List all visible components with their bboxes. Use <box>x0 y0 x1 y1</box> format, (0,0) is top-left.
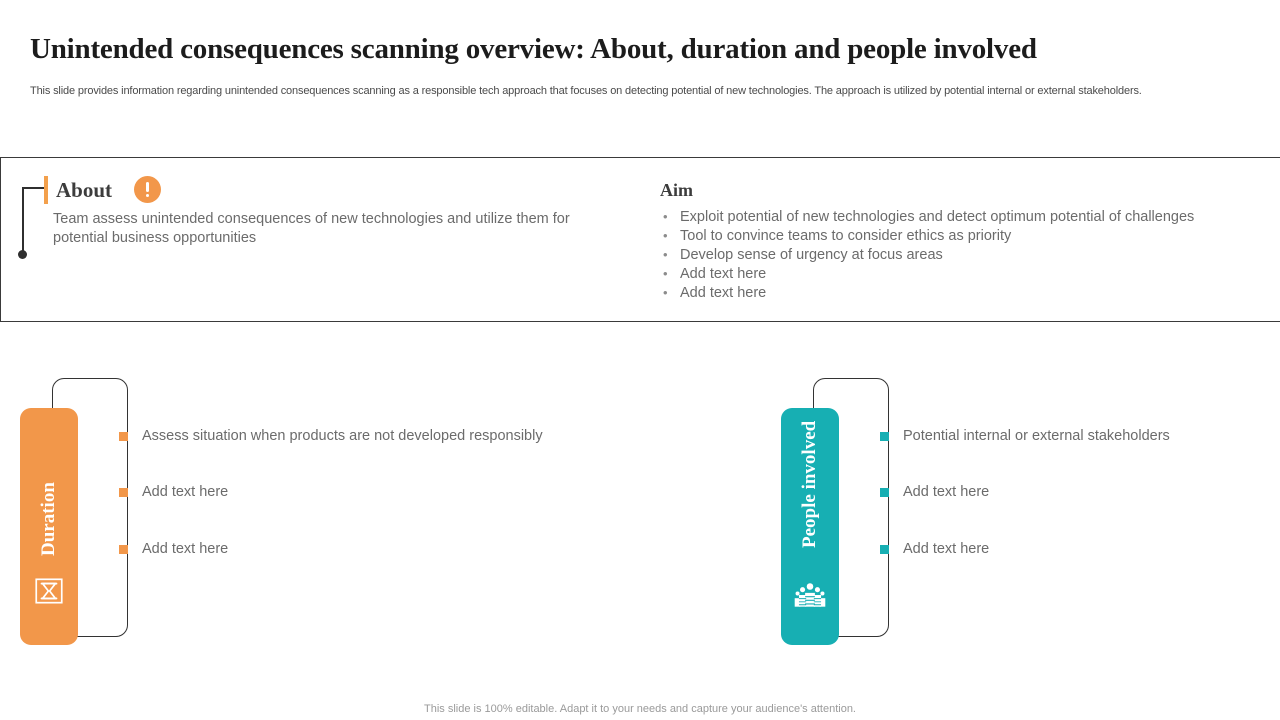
about-body-text: Team assess unintended consequences of n… <box>53 211 570 246</box>
bullet-square-icon <box>119 545 128 554</box>
about-connector-vertical <box>22 187 24 253</box>
footer-note: This slide is 100% editable. Adapt it to… <box>424 703 856 715</box>
list-item: Add text here <box>660 264 1260 284</box>
list-item-label: Add text here <box>903 541 990 557</box>
about-connector-horizontal <box>22 187 46 189</box>
page-title: Unintended consequences scanning overvie… <box>30 33 1037 65</box>
page-subtitle: This slide provides information regardin… <box>30 85 1142 97</box>
duration-card[interactable]: Duration <box>20 408 78 645</box>
bullet-square-icon <box>880 432 889 441</box>
about-connector-dot <box>18 250 27 259</box>
about-accent-bar <box>44 176 48 204</box>
people-card[interactable]: People involved <box>781 408 839 645</box>
hourglass-icon <box>32 574 66 608</box>
bullet-square-icon <box>880 488 889 497</box>
list-item-label: Assess situation when products are not d… <box>142 428 543 444</box>
people-card-label: People involved <box>799 420 820 548</box>
list-item: Tool to convince teams to consider ethic… <box>660 226 1260 246</box>
duration-card-label: Duration <box>38 482 59 556</box>
aim-heading: Aim <box>660 180 693 200</box>
list-item: Exploit potential of new technologies an… <box>660 207 1260 227</box>
list-item-label: Add text here <box>142 484 229 500</box>
list-item: Develop sense of urgency at focus areas <box>660 245 1260 265</box>
list-item: Add text here <box>660 283 1260 303</box>
about-heading: About <box>56 178 113 202</box>
bullet-square-icon <box>119 432 128 441</box>
list-item-label: Add text here <box>142 541 229 557</box>
aim-bullet-list: Exploit potential of new technologies an… <box>660 207 1260 303</box>
bullet-square-icon <box>119 488 128 497</box>
group-people-icon <box>793 578 827 612</box>
bullet-square-icon <box>880 545 889 554</box>
list-item-label: Potential internal or external stakehold… <box>903 428 1170 444</box>
list-item-label: Add text here <box>903 484 990 500</box>
about-aim-panel <box>0 157 1280 322</box>
exclamation-circle-icon <box>134 176 161 203</box>
